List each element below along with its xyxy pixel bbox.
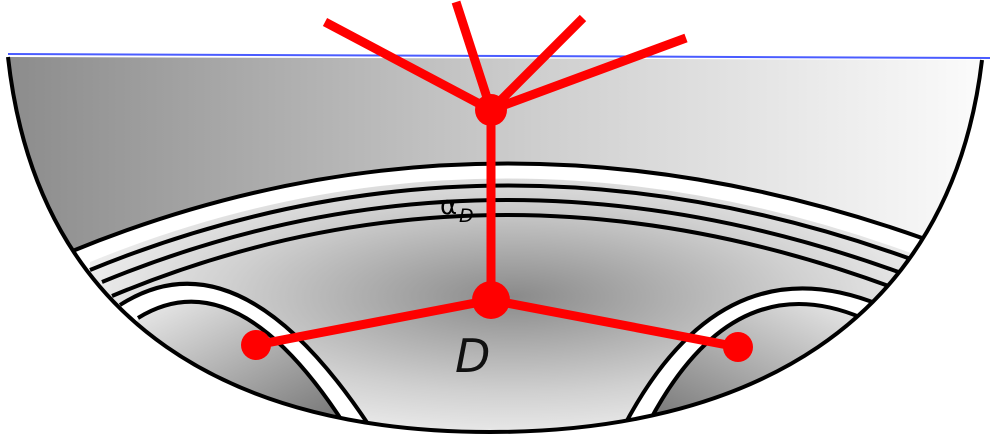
region-label-d: D	[455, 329, 490, 383]
tree-branch-1	[322, 18, 494, 114]
tree-branch-4	[489, 33, 688, 115]
tree-edge-right	[490, 295, 739, 352]
tree-branch-2	[451, 0, 496, 112]
inner-band-curve-1	[101, 198, 926, 284]
left-node	[241, 330, 271, 360]
alpha-d-curve-inner	[89, 183, 936, 272]
left-lobe-arc-outer	[118, 281, 374, 432]
red-tree	[255, 0, 739, 352]
alpha-subscript: D	[459, 205, 474, 227]
central-node	[472, 281, 510, 319]
right-lobe-arc-outer	[620, 286, 881, 431]
bowl-outline	[6, 56, 984, 435]
tree-branch-3	[487, 14, 587, 114]
alpha-d-curve-outer	[69, 161, 961, 254]
alpha-label: α	[440, 191, 457, 221]
upper-node	[475, 94, 507, 126]
right-lobe-arc-inner	[643, 302, 863, 431]
boundary-line	[7, 53, 991, 59]
right-node	[723, 332, 753, 362]
tree-edge-left	[255, 295, 492, 350]
left-lobe-arc-inner	[136, 299, 350, 432]
inner-band-curve-2	[111, 213, 916, 298]
